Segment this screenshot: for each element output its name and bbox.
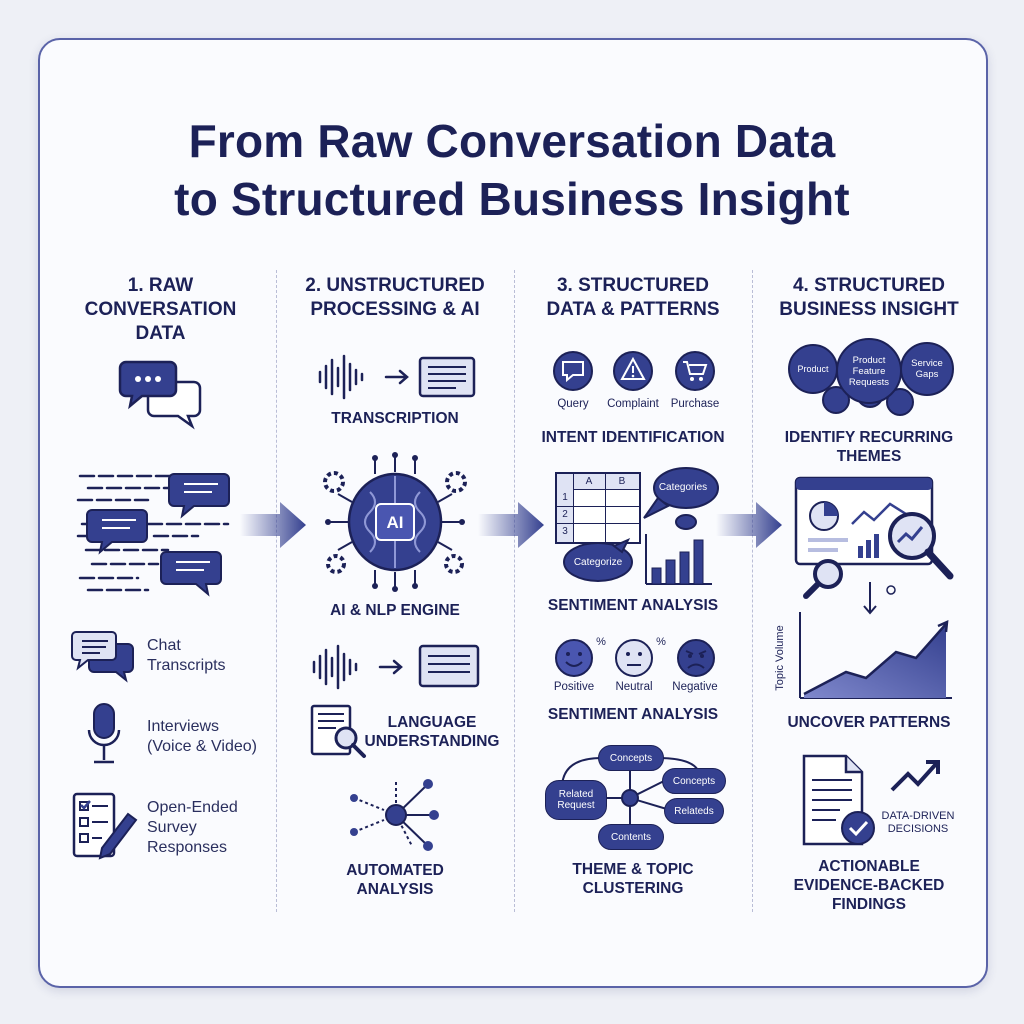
sentiment-analysis-label: SENTIMENT ANALYSIS <box>547 597 719 614</box>
face-negative-icon <box>677 639 715 677</box>
chip-label: Product Feature Requests <box>848 354 890 388</box>
intent-query-label: Query <box>557 398 589 410</box>
face-neutral-icon <box>615 639 653 677</box>
source-label: Responses <box>147 839 228 856</box>
source-label: Interviews <box>147 718 220 735</box>
trend-area-chart-icon <box>799 612 952 699</box>
page-title: From Raw Conversation Data to Structured… <box>0 112 1024 228</box>
table-header-b: B <box>618 476 626 487</box>
title-line-1: From Raw Conversation Data <box>188 115 836 167</box>
source-label: Survey <box>147 819 197 836</box>
theme-topic-clustering-label: THEME & TOPIC CLUSTERING <box>572 861 694 897</box>
data-table: A B 1 2 3 <box>555 472 641 544</box>
column-4-heading: 4. STRUCTURED BUSINESS INSIGHT <box>764 274 974 322</box>
column-2-heading: 2. UNSTRUCTURED PROCESSING & AI <box>290 274 500 322</box>
step-transcription: TRANSCRIPTION <box>331 410 459 427</box>
source-label: (Voice & Video) <box>147 738 257 755</box>
step-language-understanding: LANGUAGE UNDERSTANDING <box>364 714 500 750</box>
intent-identification-label: INTENT IDENTIFICATION <box>541 429 725 446</box>
heading-line: 3. STRUCTURED <box>556 275 709 296</box>
dashboard-analytics-icon <box>794 476 954 599</box>
cluster-node-related-request: Related Request <box>545 780 607 820</box>
categories-bubble: Categories <box>658 482 708 493</box>
heading-line: DATA & PATTERNS <box>546 299 720 320</box>
source-interviews: Interviews (Voice & Video) <box>147 717 257 757</box>
source-chat-transcripts: Chat Transcripts <box>147 636 226 676</box>
smiley-positive-icon <box>555 639 593 677</box>
survey-checklist-icon <box>72 792 138 860</box>
bar-chart-icon <box>645 534 712 585</box>
document-search-icon <box>310 704 366 758</box>
step-automated-analysis: AUTOMATED ANALYSIS <box>346 862 444 898</box>
topic-volume-axis-label: Topic Volume <box>772 620 788 700</box>
cluster-node-contents: Contents <box>598 824 664 850</box>
source-label: Open-Ended <box>147 799 238 816</box>
complaint-icon <box>613 351 653 391</box>
report-decision-icon <box>802 754 940 846</box>
audio-to-text-icon <box>318 354 476 400</box>
text-streams-icon <box>76 473 230 597</box>
chip-label: Service Gaps <box>911 358 943 380</box>
flow-arrow-icon <box>240 502 306 548</box>
speech-bubble-icon <box>563 538 633 582</box>
heading-line: 1. RAW <box>127 275 194 296</box>
column-1-heading: 1. RAW CONVERSATION DATA <box>58 274 263 346</box>
sentiment-analysis-label-2: SENTIMENT ANALYSIS <box>547 706 719 723</box>
table-row-1: 1 <box>562 492 568 503</box>
identify-themes-label: IDENTIFY RECURRING THEMES <box>784 429 954 465</box>
table-header-a: A <box>585 476 593 487</box>
heading-line: DATA <box>135 323 186 344</box>
heading-line: 2. UNSTRUCTURED <box>305 275 485 296</box>
percent-sign: % <box>596 636 606 648</box>
network-graph-icon <box>350 779 439 851</box>
source-label: Transcripts <box>147 657 226 674</box>
heading-line: BUSINESS INSIGHT <box>779 299 959 320</box>
intent-complaint-label: Complaint <box>607 398 659 410</box>
categorize-bubble: Categorize <box>573 557 623 568</box>
source-survey: Open-Ended Survey Responses <box>147 798 238 858</box>
flow-arrow-icon <box>716 502 782 548</box>
percent-sign: % <box>656 636 666 648</box>
shopping-cart-icon <box>675 351 715 391</box>
query-icon <box>553 351 593 391</box>
uncover-patterns-label: UNCOVER PATTERNS <box>787 714 951 731</box>
data-driven-decisions-label: DATA-DRIVEN DECISIONS <box>881 810 955 835</box>
chat-bubbles-icon <box>118 360 202 430</box>
ai-badge: AI <box>386 513 404 532</box>
heading-line: PROCESSING & AI <box>310 299 480 320</box>
down-arrow-icon <box>863 582 896 615</box>
title-line-2: to Structured Business Insight <box>174 173 850 225</box>
step-ai-nlp-engine: AI & NLP ENGINE <box>330 602 460 619</box>
column-divider <box>752 270 753 912</box>
column-divider <box>276 270 277 912</box>
sentiment-negative-label: Negative <box>672 681 718 693</box>
chat-bubbles-icon <box>71 631 134 683</box>
table-row-3: 3 <box>562 526 568 537</box>
theme-chip-product: Product <box>788 344 838 394</box>
ai-brain-icon <box>323 452 467 592</box>
intent-purchase-label: Purchase <box>670 398 720 410</box>
axis-label-text: Topic Volume <box>774 625 786 691</box>
sentiment-neutral-label: Neutral <box>615 681 653 693</box>
sentiment-positive-label: Positive <box>553 681 595 693</box>
source-label: Chat <box>147 637 181 654</box>
cluster-node-relateds: Relateds <box>664 798 724 824</box>
column-3-heading: 3. STRUCTURED DATA & PATTERNS <box>526 274 740 322</box>
microphone-icon <box>87 703 121 764</box>
heading-line: CONVERSATION <box>84 299 237 320</box>
speech-bubble-icon <box>643 467 719 530</box>
theme-chip-service-gaps: Service Gaps <box>900 342 954 396</box>
audio-to-text-icon <box>312 644 480 690</box>
column-divider <box>514 270 515 912</box>
flow-arrow-icon <box>478 502 544 548</box>
theme-chip-feature-requests: Product Feature Requests <box>836 338 902 404</box>
cluster-node-concepts: Concepts <box>662 768 726 794</box>
actionable-findings-label: ACTIONABLE EVIDENCE-BACKED FINDINGS <box>793 858 945 913</box>
heading-line: 4. STRUCTURED <box>792 275 945 296</box>
cluster-node-concepts: Concepts <box>598 745 664 771</box>
chip-label: Product <box>797 363 829 374</box>
table-row-2: 2 <box>562 509 568 520</box>
